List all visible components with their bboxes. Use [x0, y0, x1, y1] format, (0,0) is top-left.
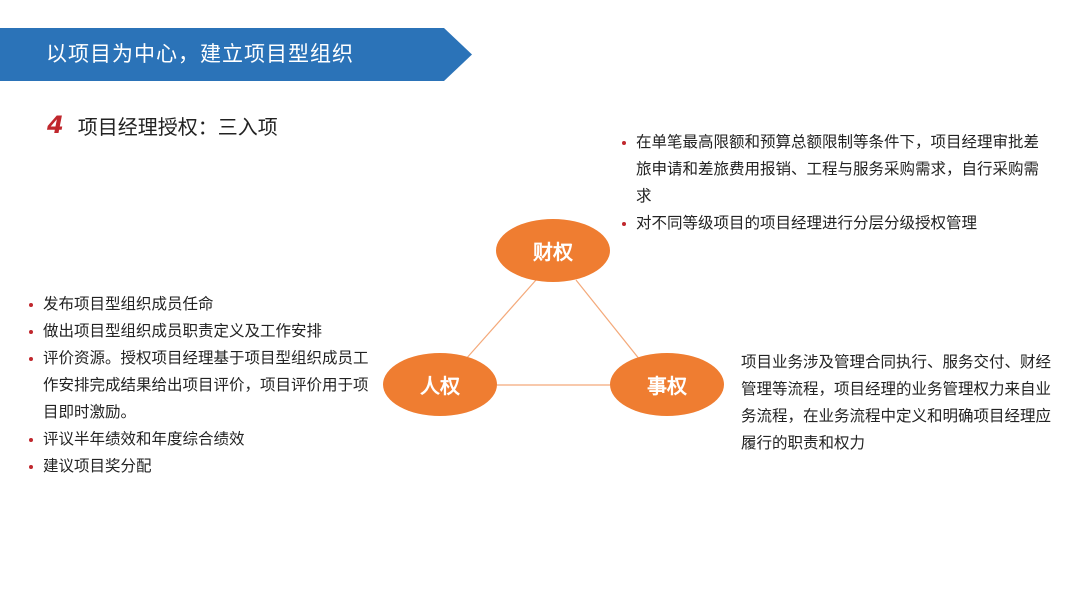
- personnel-rights-item: 评议半年绩效和年度综合绩效: [27, 426, 372, 453]
- section-title: 项目经理授权：三入项: [77, 114, 278, 139]
- connector-cai-ren: [464, 279, 537, 361]
- page-title: 以项目为中心，建立项目型组织: [46, 42, 354, 66]
- affairs-rights-node: 事权: [610, 353, 724, 416]
- personnel-rights-item: 建议项目奖分配: [27, 453, 372, 480]
- personnel-rights-list: 发布项目型组织成员任命 做出项目型组织成员职责定义及工作安排 评价资源。授权项目…: [27, 291, 372, 480]
- affairs-rights-description: 项目业务涉及管理合同执行、服务交付、财经管理等流程，项目经理的业务管理权力来自业…: [741, 353, 1052, 452]
- finance-rights-item: 对不同等级项目的项目经理进行分层分级授权管理: [620, 210, 1040, 237]
- section-number: 4: [47, 111, 64, 139]
- finance-rights-list: 在单笔最高限额和预算总额限制等条件下，项目经理审批差旅申请和差旅费用报销、工程与…: [620, 129, 1040, 237]
- personnel-rights-node: 人权: [383, 353, 497, 416]
- personnel-rights-item: 做出项目型组织成员职责定义及工作安排: [27, 318, 372, 345]
- section-heading: 4 项目经理授权：三入项: [47, 108, 278, 142]
- personnel-rights-item: 评价资源。授权项目经理基于项目型组织成员工作安排完成结果给出项目评价，项目评价用…: [27, 345, 372, 426]
- connector-cai-shi: [575, 279, 641, 361]
- finance-rights-item: 在单笔最高限额和预算总额限制等条件下，项目经理审批差旅申请和差旅费用报销、工程与…: [620, 129, 1040, 210]
- personnel-rights-item: 发布项目型组织成员任命: [27, 291, 372, 318]
- title-banner: 以项目为中心，建立项目型组织: [0, 28, 472, 81]
- finance-rights-node: 财权: [496, 219, 610, 282]
